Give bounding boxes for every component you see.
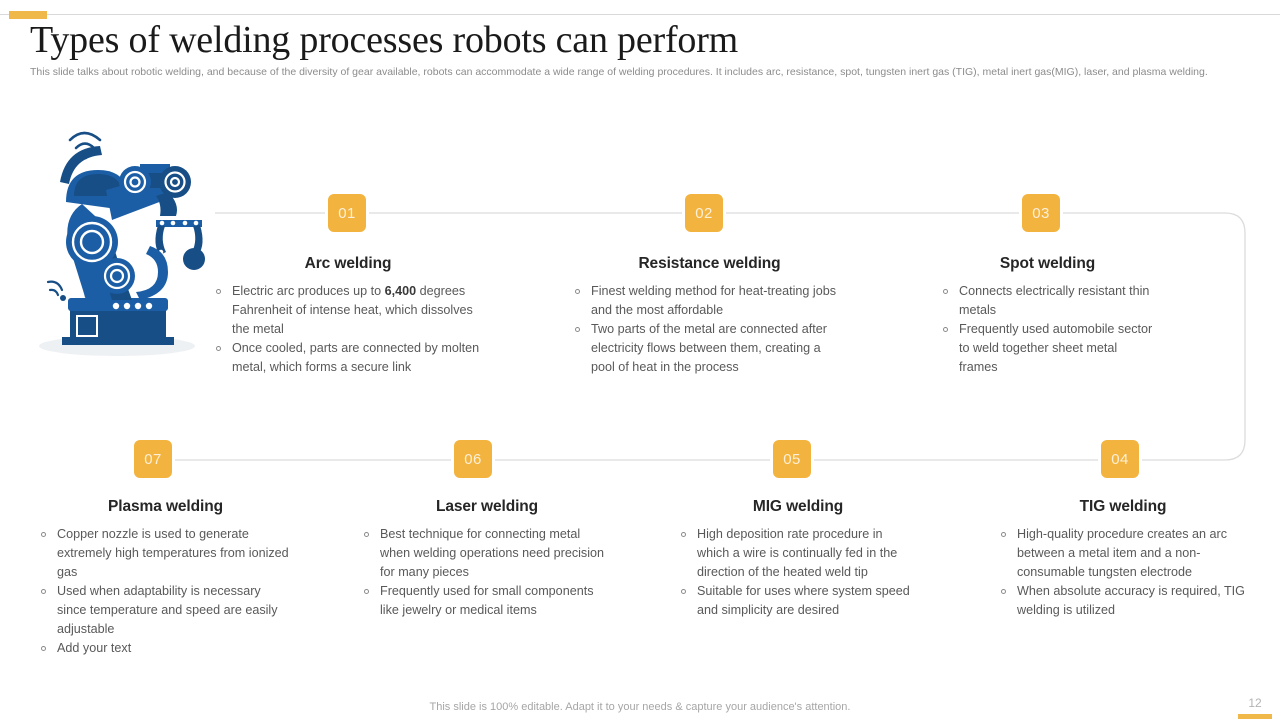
step-bullet-list: Best technique for connecting metal when… [361, 525, 613, 620]
step-title: MIG welding [752, 498, 844, 515]
welding-robot-illustration [39, 131, 205, 356]
page-accent-bar [1238, 714, 1272, 719]
step-bullet-list: High deposition rate procedure in which … [678, 525, 918, 620]
step-card-tig-welding: TIG welding High-quality procedure creat… [998, 498, 1248, 620]
page-title: Types of welding processes robots can pe… [30, 19, 739, 61]
step-badge-01[interactable]: 01 [325, 191, 369, 235]
step-bullet: Two parts of the metal are connected aft… [572, 320, 847, 377]
step-bullet: Used when adaptability is necessary sinc… [38, 582, 293, 639]
step-bullet: Add your text [38, 639, 293, 658]
top-accent-mark [9, 11, 47, 19]
step-bullet: Finest welding method for heat-treating … [572, 282, 847, 320]
step-bullet: Frequently used automobile sector to wel… [940, 320, 1155, 377]
slide-header: Types of welding processes robots can pe… [30, 18, 1245, 79]
step-badge-04[interactable]: 04 [1098, 437, 1142, 481]
step-badge-06[interactable]: 06 [451, 437, 495, 481]
step-bullet: High-quality procedure creates an arc be… [998, 525, 1248, 582]
page-number: 12 [1248, 696, 1262, 710]
step-badge-02[interactable]: 02 [682, 191, 726, 235]
step-card-mig-welding: MIG welding High deposition rate procedu… [678, 498, 918, 620]
step-title: Laser welding [435, 498, 539, 515]
step-bullet-list: Copper nozzle is used to generate extrem… [38, 525, 293, 658]
step-bullet: Best technique for connecting metal when… [361, 525, 613, 582]
step-badge-05[interactable]: 05 [770, 437, 814, 481]
step-bullet-list: High-quality procedure creates an arc be… [998, 525, 1248, 620]
step-title: TIG welding [1079, 498, 1167, 515]
step-title: Arc welding [304, 255, 392, 272]
step-badge-03[interactable]: 03 [1019, 191, 1063, 235]
step-bullet: High deposition rate procedure in which … [678, 525, 918, 582]
step-card-arc-welding: Arc welding Electric arc produces up to … [213, 255, 483, 377]
step-title: Resistance welding [638, 255, 781, 272]
step-bullet-list: Connects electrically resistant thin met… [940, 282, 1155, 377]
step-title: Spot welding [999, 255, 1096, 272]
step-card-resistance-welding: Resistance welding Finest welding method… [572, 255, 847, 377]
step-bullet-list: Electric arc produces up to 6,400 degree… [213, 282, 483, 377]
step-title: Plasma welding [108, 498, 223, 515]
step-bullet: Frequently used for small components lik… [361, 582, 613, 620]
step-card-laser-welding: Laser welding Best technique for connect… [361, 498, 613, 620]
step-bullet: When absolute accuracy is required, TIG … [998, 582, 1248, 620]
step-card-spot-welding: Spot welding Connects electrically resis… [940, 255, 1155, 377]
step-badge-07[interactable]: 07 [131, 437, 175, 481]
step-card-plasma-welding: Plasma welding Copper nozzle is used to … [38, 498, 293, 658]
step-bullet: Once cooled, parts are connected by molt… [213, 339, 483, 377]
top-divider [0, 14, 1280, 15]
step-bullet: Copper nozzle is used to generate extrem… [38, 525, 293, 582]
footer-note: This slide is 100% editable. Adapt it to… [429, 701, 851, 713]
page-subtitle: This slide talks about robotic welding, … [30, 66, 1208, 78]
page-number-badge: 12 [1238, 695, 1272, 719]
step-bullet: Connects electrically resistant thin met… [940, 282, 1155, 320]
step-bullet: Suitable for uses where system speed and… [678, 582, 918, 620]
step-bullet: Electric arc produces up to 6,400 degree… [213, 282, 483, 339]
step-bullet-list: Finest welding method for heat-treating … [572, 282, 847, 377]
